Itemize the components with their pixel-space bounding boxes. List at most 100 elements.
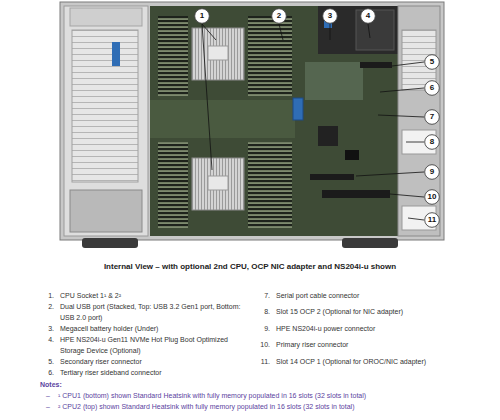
- notes-heading: Notes:: [40, 380, 100, 391]
- callout-circle: 5: [424, 54, 440, 70]
- item-text: HPE NS204i-u power connector: [276, 324, 486, 335]
- callout-circle: 10: [424, 189, 440, 205]
- callout-circle: 3: [322, 8, 338, 24]
- callout-circle: 6: [424, 80, 440, 96]
- callout-number: 10: [424, 189, 440, 205]
- leader-line: [368, 24, 370, 38]
- blue-handle: [112, 42, 120, 66]
- circle-shape: [361, 9, 376, 24]
- callout-circle: 1: [194, 8, 210, 24]
- leader-line: [406, 142, 424, 143]
- item-text: HPE NS204i-u Gen11 NVMe Hot Plug Boot Op…: [60, 335, 250, 356]
- item-number: 1.: [38, 291, 54, 302]
- item-text: CPU Socket 1¹ & 2²: [60, 291, 250, 302]
- board-area: [305, 62, 363, 100]
- circle-shape: [425, 165, 440, 180]
- callout-circle: 8: [424, 134, 440, 150]
- callout-circle: 11: [424, 212, 440, 228]
- item-number: 7.: [254, 291, 270, 302]
- chassis: [60, 2, 444, 240]
- leader-line: [392, 62, 424, 66]
- note-text: ² CPU2 (top) shown Standard Heatsink wit…: [58, 402, 488, 413]
- leader-line: [378, 115, 424, 117]
- dimm-bank: [248, 142, 292, 228]
- item-number: 9.: [254, 324, 270, 335]
- blue-latch: [293, 98, 303, 120]
- board-middle: [150, 100, 295, 138]
- item-number: 10.: [254, 340, 270, 351]
- foot: [82, 238, 138, 248]
- item-text: Primary riser connector: [276, 340, 486, 351]
- foot: [342, 238, 398, 248]
- front-bay: [64, 6, 148, 236]
- leader-line: [356, 172, 424, 176]
- callout-number: 8: [424, 134, 440, 150]
- leader-line: [202, 24, 212, 170]
- callout-number: 11: [424, 212, 440, 228]
- heatsink-label: [208, 46, 228, 60]
- chip: [318, 126, 338, 146]
- item-text: Slot 15 OCP 2 (Optional for NIC adapter): [276, 307, 486, 318]
- item-number: 8.: [254, 307, 270, 318]
- item-number: 11.: [254, 357, 270, 368]
- system-board: [150, 6, 398, 236]
- leader-line: [330, 24, 331, 40]
- figure-title: Internal View – with optional 2nd CPU, O…: [0, 262, 500, 271]
- circle-shape: [323, 9, 338, 24]
- callout-number: 6: [424, 80, 440, 96]
- item-number: 6.: [38, 368, 54, 379]
- lower-bay: [70, 190, 142, 232]
- leader-line: [408, 218, 424, 220]
- item-text: Slot 14 OCP 1 (Optional for OROC/NIC ada…: [276, 357, 486, 368]
- leader-line: [202, 24, 216, 40]
- leader-line: [390, 194, 424, 197]
- note-dash: –: [46, 402, 56, 413]
- heatsink-label: [208, 176, 228, 190]
- callout-number: 2: [271, 8, 287, 24]
- callout-number: 4: [360, 8, 376, 24]
- note-text: ¹ CPU1 (bottom) shown Standard Heatsink …: [58, 391, 488, 402]
- connector: [310, 174, 354, 180]
- item-text: Megacell battery holder (Under): [60, 324, 250, 335]
- circle-shape: [195, 9, 210, 24]
- riser-connector: [322, 190, 390, 198]
- circle-shape: [425, 55, 440, 70]
- circle-shape: [425, 190, 440, 205]
- callout-circle: 4: [360, 8, 376, 24]
- item-text: Dual USB port (Stacked, Top: USB 3.2 Gen…: [60, 302, 250, 323]
- note-dash: –: [46, 391, 56, 402]
- rear-panel: [398, 6, 440, 236]
- callout-number: 9: [424, 164, 440, 180]
- item-text: Serial port cable connector: [276, 291, 486, 302]
- dimm-bank: [158, 16, 188, 96]
- callout-circle: 7: [424, 109, 440, 125]
- leader-line: [279, 24, 283, 40]
- item-text: Secondary riser connector: [60, 357, 250, 368]
- circle-shape: [425, 110, 440, 125]
- callout-number: 7: [424, 109, 440, 125]
- drive-cage: [72, 30, 138, 182]
- callout-number: 1: [194, 8, 210, 24]
- circle-shape: [425, 213, 440, 228]
- circle-shape: [272, 9, 287, 24]
- heatsink: [192, 28, 244, 80]
- circle-shape: [425, 135, 440, 150]
- item-number: 2.: [38, 302, 54, 313]
- item-number: 3.: [38, 324, 54, 335]
- heatsink: [192, 158, 244, 210]
- item-number: 4.: [38, 335, 54, 346]
- media-bay: [70, 8, 142, 26]
- storage-module: [318, 6, 398, 54]
- callout-number: 5: [424, 54, 440, 70]
- riser-connector: [360, 62, 392, 68]
- chip: [345, 150, 359, 160]
- dimm-bank: [248, 16, 292, 96]
- callout-number: 3: [322, 8, 338, 24]
- circle-shape: [425, 81, 440, 96]
- item-number: 5.: [38, 357, 54, 368]
- leader-line: [380, 88, 424, 92]
- dimm-bank: [158, 142, 188, 228]
- callout-circle: 2: [271, 8, 287, 24]
- callout-circle: 9: [424, 164, 440, 180]
